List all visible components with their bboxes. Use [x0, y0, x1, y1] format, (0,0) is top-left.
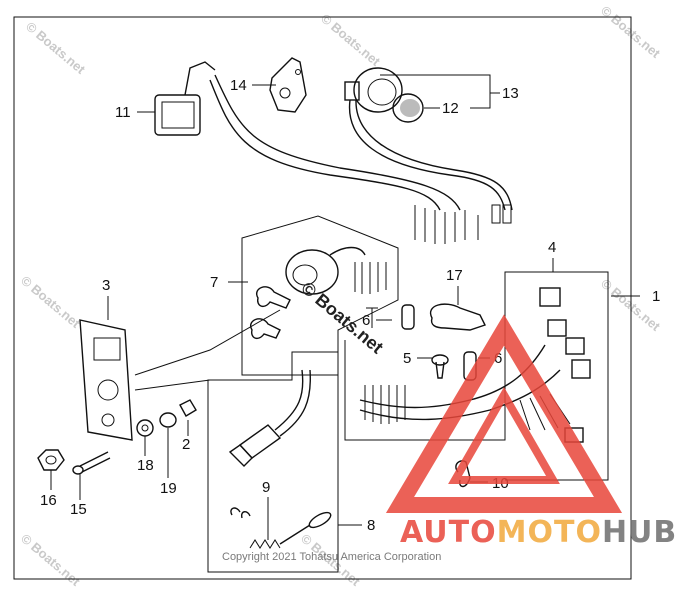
callout-17: 17 [446, 267, 463, 284]
diagram-frame [13, 16, 632, 580]
part-8-stop-switch [228, 369, 312, 467]
watermark: © Boats.net [18, 531, 84, 589]
part-13-buzzer [344, 67, 513, 211]
part-17-clamp [429, 303, 486, 331]
callout-9: 9 [262, 479, 270, 496]
callout-19: 19 [160, 480, 177, 497]
part-9-lanyard [230, 507, 332, 549]
callout-13: 13 [502, 85, 519, 102]
automotohub-logo: AUTOMOTOHUB [385, 314, 677, 550]
part-12-cap [392, 93, 424, 123]
panel-leader [134, 309, 281, 376]
logo-triangle [385, 314, 623, 513]
group-8-outline [207, 351, 339, 573]
callout-7: 7 [210, 274, 218, 291]
callout-18: 18 [137, 457, 154, 474]
part-2-nut [179, 399, 197, 417]
panel-leader-2 [134, 379, 211, 391]
part-16-nut [37, 449, 65, 471]
part-3-panel [79, 319, 133, 441]
callout-6b: 6 [494, 350, 502, 367]
watermark: © Boats.net [318, 11, 384, 69]
group-7-outline [241, 215, 399, 376]
callout-4: 4 [548, 239, 556, 256]
logo-text: AUTOMOTOHUB [400, 515, 677, 550]
callout-1: 1 [652, 288, 660, 305]
part-19-nut [159, 412, 177, 428]
logo-inner-triangle [448, 386, 560, 484]
callout-labels: 11 14 12 13 4 1 7 17 3 6 5 6 2 18 19 16 … [40, 77, 660, 534]
watermark: © Boats.net [23, 19, 89, 77]
part-18-washer [136, 419, 154, 437]
part-14-bracket [269, 57, 307, 113]
part-6-sleeves [401, 304, 477, 381]
part-7-key-switch [250, 246, 387, 340]
callout-15: 15 [70, 501, 87, 518]
wire-terminals [414, 204, 512, 244]
callout-11: 11 [115, 104, 131, 121]
watermark: © Boats.net [18, 273, 84, 331]
callout-16: 16 [40, 492, 57, 509]
callout-8: 8 [367, 517, 375, 534]
center-watermark: © Boats.net [297, 278, 387, 358]
callout-3: 3 [102, 277, 110, 294]
callout-6a: 6 [362, 312, 370, 329]
callout-5: 5 [403, 350, 411, 367]
callout-12: 12 [442, 100, 459, 117]
part-11-switch [154, 61, 461, 211]
group-1-outline [344, 271, 609, 481]
callout-14: 14 [230, 77, 247, 94]
part-10-clip [455, 460, 471, 488]
callout-2: 2 [182, 436, 190, 453]
part-5-plug [431, 354, 449, 379]
part-15-screw [72, 451, 111, 475]
copyright-text: Copyright 2021 Tohatsu America Corporati… [222, 551, 441, 563]
